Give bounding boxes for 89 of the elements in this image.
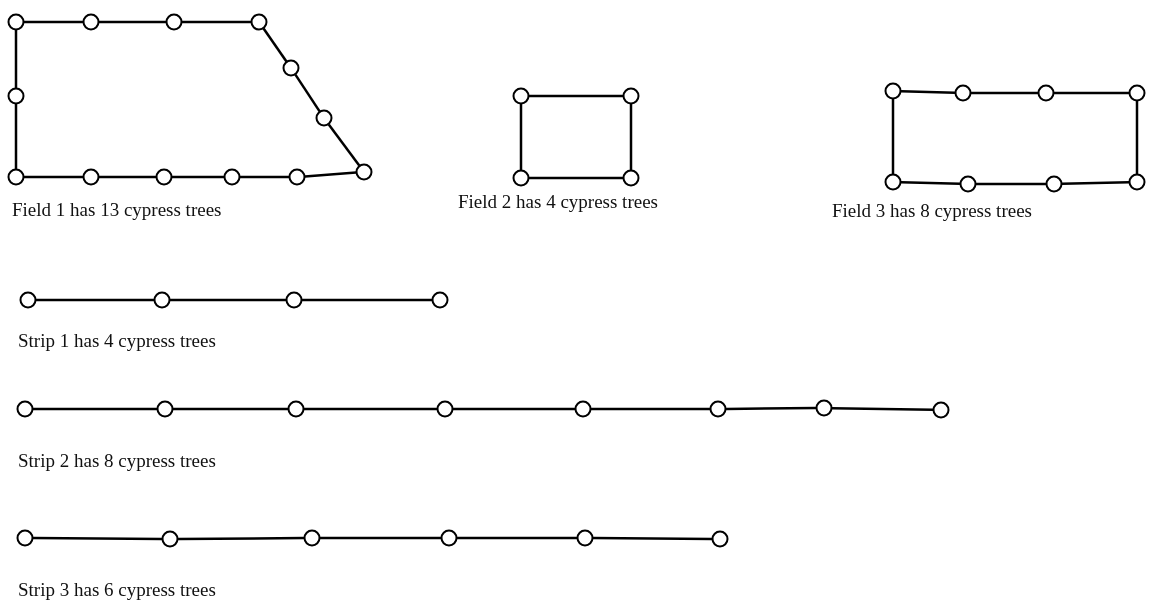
tree-circle	[7, 13, 25, 31]
connecting-line	[593, 536, 712, 541]
tree-circle	[7, 168, 25, 186]
tree-circle	[288, 168, 306, 186]
connecting-line	[900, 180, 961, 186]
tree-circle	[512, 169, 530, 187]
tree-circle	[709, 400, 727, 418]
tree-circle	[711, 530, 729, 548]
tree-circle	[155, 168, 173, 186]
tree-circle	[7, 87, 25, 105]
tree-circle	[250, 13, 268, 31]
connecting-line	[24, 175, 83, 179]
tree-circle	[622, 169, 640, 187]
connecting-line	[900, 90, 956, 94]
connecting-line	[726, 406, 816, 411]
tree-circle	[285, 291, 303, 309]
tree-circle	[161, 530, 179, 548]
connecting-line	[99, 20, 166, 24]
connecting-line	[831, 406, 934, 412]
connecting-line	[304, 407, 437, 411]
tree-circle	[436, 400, 454, 418]
tree-circle	[932, 401, 950, 419]
tree-circle	[165, 13, 183, 31]
connecting-line	[33, 407, 157, 411]
connecting-line	[1061, 180, 1130, 186]
connecting-line	[99, 175, 156, 179]
tree-circle	[954, 84, 972, 102]
caption-text: Strip 3 has 6 cypress trees	[18, 579, 216, 601]
connecting-line	[327, 123, 361, 167]
tree-circle	[1045, 175, 1063, 193]
connecting-line	[170, 298, 286, 302]
tree-circle	[282, 59, 300, 77]
connecting-line	[14, 104, 18, 169]
tree-circle	[574, 400, 592, 418]
tree-circle	[287, 400, 305, 418]
connecting-line	[24, 20, 83, 24]
connecting-line	[529, 176, 623, 180]
connecting-line	[172, 175, 224, 179]
tree-circle	[884, 173, 902, 191]
tree-circle	[1128, 84, 1146, 102]
tree-circle	[576, 529, 594, 547]
tree-circle	[884, 82, 902, 100]
connecting-line	[14, 30, 18, 88]
connecting-line	[33, 536, 162, 541]
tree-circle	[16, 400, 34, 418]
tree-circle	[1128, 173, 1146, 191]
connecting-line	[262, 27, 288, 63]
tree-circle	[512, 87, 530, 105]
caption-text: Strip 1 has 4 cypress trees	[18, 330, 216, 352]
tree-circle	[815, 399, 833, 417]
tree-circle	[153, 291, 171, 309]
connecting-line	[1135, 101, 1139, 174]
tree-circle	[440, 529, 458, 547]
connecting-line	[891, 99, 895, 174]
connecting-line	[320, 536, 441, 540]
connecting-line	[629, 104, 633, 170]
caption-text: Strip 2 has 8 cypress trees	[18, 450, 216, 472]
caption-text: Field 3 has 8 cypress trees	[832, 200, 1032, 222]
connecting-line	[173, 407, 288, 411]
connecting-line	[591, 407, 710, 411]
tree-circle	[82, 13, 100, 31]
tree-circle	[303, 529, 321, 547]
connecting-line	[453, 407, 575, 411]
connecting-line	[182, 20, 251, 24]
tree-circle	[431, 291, 449, 309]
tree-circle	[622, 87, 640, 105]
connecting-line	[302, 298, 432, 302]
tree-circle	[355, 163, 373, 181]
tree-circle	[959, 175, 977, 193]
connecting-line	[36, 298, 154, 302]
caption-text: Field 2 has 4 cypress trees	[458, 191, 658, 213]
caption-text: Field 1 has 13 cypress trees	[12, 199, 222, 221]
connecting-line	[519, 104, 523, 170]
tree-circle	[223, 168, 241, 186]
tree-circle	[315, 109, 333, 127]
tree-circle	[82, 168, 100, 186]
connecting-line	[976, 182, 1046, 186]
connecting-line	[304, 171, 357, 178]
connecting-line	[971, 91, 1038, 95]
connecting-line	[457, 536, 577, 540]
tree-circle	[16, 529, 34, 547]
tree-circle	[19, 291, 37, 309]
connecting-line	[1054, 91, 1129, 95]
connecting-line	[240, 175, 289, 179]
connecting-line	[529, 94, 623, 98]
connecting-line	[178, 536, 304, 541]
connecting-line	[294, 74, 321, 112]
tree-circle	[1037, 84, 1055, 102]
tree-circle	[156, 400, 174, 418]
